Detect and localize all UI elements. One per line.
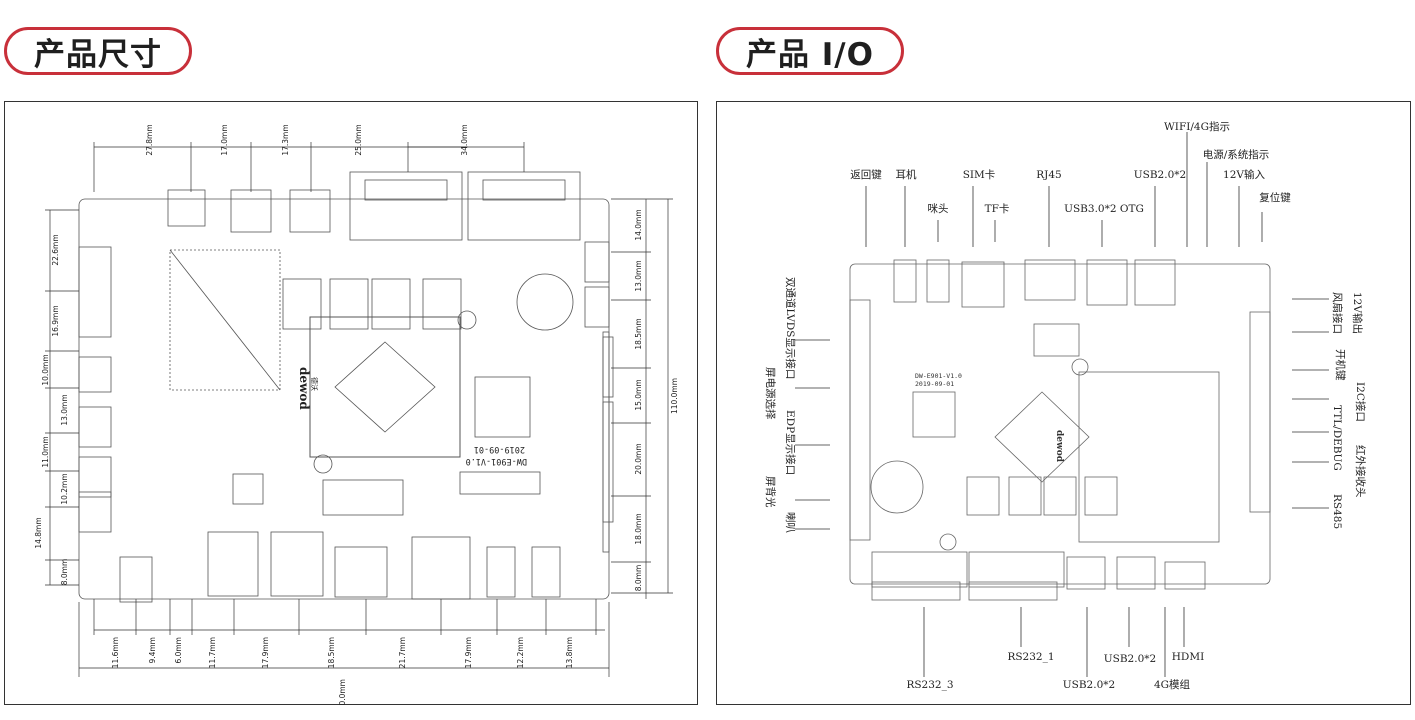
dim-right-3: 18.5mm <box>634 318 643 349</box>
board-brand: dewod <box>297 367 311 410</box>
section-header-io: 产品 I/O <box>716 27 904 75</box>
dim-left-8: 8.0mm <box>60 559 69 586</box>
board-outline <box>78 198 610 600</box>
dim-bottom-3: 6.0mm <box>174 637 183 664</box>
io-label-rs232-3: RS232_3 <box>906 679 953 691</box>
io-label-rs485: RS485 <box>1331 494 1343 529</box>
section-header-dimensions: 产品尺寸 <box>4 27 192 75</box>
dim-bottom-7: 21.7mm <box>398 637 407 668</box>
dim-left-5: 11.0mm <box>41 436 50 467</box>
dim-top-3: 17.3mm <box>281 124 290 155</box>
io-board-brand: dewod <box>1054 430 1064 463</box>
dim-bottom-2: 9.4mm <box>148 637 157 664</box>
dim-top-1: 27.8mm <box>145 124 154 155</box>
io-label-sim: SIM卡 <box>963 168 996 181</box>
io-board-date: 2019-09-01 <box>915 380 954 388</box>
io-drawing-panel: DW-E901-V1.0 2019-09-01 dewod <box>716 101 1411 705</box>
dimension-drawing: dewod 德沃 2019-09-01 DW-E901-V1.0 <box>34 124 679 706</box>
dim-right-6: 18.0mm <box>634 513 643 544</box>
dim-top-4: 25.0mm <box>354 124 363 155</box>
dim-right-2: 13.0mm <box>634 260 643 291</box>
dim-bottom-9: 12.2mm <box>516 637 525 668</box>
board-brand-cn: 德沃 <box>310 377 319 391</box>
io-label-usb2-bottom-1: USB2.0*2 <box>1104 653 1156 665</box>
dim-right-5: 20.0mm <box>634 443 643 474</box>
dim-bottom-5: 17.9mm <box>261 637 270 668</box>
dim-right-7: 8.0mm <box>634 565 643 592</box>
dim-bottom-1: 11.6mm <box>111 637 120 668</box>
dim-left-2: 16.9mm <box>51 305 60 336</box>
io-label-i2c: I2C接口 <box>1354 382 1367 422</box>
io-label-earphone: 耳机 <box>896 168 917 181</box>
dim-bottom-10: 13.8mm <box>565 637 574 668</box>
io-label-power-indicator: 电源/系统指示 <box>1203 148 1270 161</box>
dim-left-3: 10.0mm <box>41 354 50 385</box>
dim-top-5: 34.0mm <box>460 124 469 155</box>
dim-right-1: 14.0mm <box>634 209 643 240</box>
io-label-back-key: 返回键 <box>850 168 882 181</box>
io-label-4g-module: 4G模组 <box>1154 678 1191 691</box>
io-label-ttl-debug: TTL/DEBUG <box>1331 405 1343 471</box>
board-date: 2019-09-01 <box>474 444 525 454</box>
io-drawing: DW-E901-V1.0 2019-09-01 dewod <box>764 120 1367 691</box>
io-label-backlight: 屏背光 <box>764 476 777 508</box>
io-label-edp: EDP显示接口 <box>784 410 797 475</box>
io-label-panel-power: 屏电源选择 <box>764 367 777 420</box>
io-label-usb2-bottom-2: USB2.0*2 <box>1063 679 1115 691</box>
io-label-rj45: RJ45 <box>1036 169 1061 181</box>
io-label-12v-input: 12V输入 <box>1223 168 1265 181</box>
io-label-fan: 风扇接口 <box>1331 292 1344 334</box>
io-board-model: DW-E901-V1.0 <box>915 372 962 380</box>
dim-bottom-total: 150.0mm <box>338 679 347 706</box>
dim-left-4: 13.0mm <box>60 394 69 425</box>
dim-left-7: 14.8mm <box>34 517 43 548</box>
dim-bottom-8: 17.9mm <box>464 637 473 668</box>
io-label-hdmi: HDMI <box>1172 651 1204 663</box>
io-label-speaker: 喇叭 <box>784 512 796 533</box>
io-label-lvds: 双通道LVDS显示接口 <box>784 277 797 379</box>
io-label-rs232-1: RS232_1 <box>1007 651 1054 663</box>
dim-bottom-6: 18.5mm <box>327 637 336 668</box>
io-label-12v-output: 12V输出 <box>1351 292 1364 334</box>
dim-bottom-4: 11.7mm <box>208 637 217 668</box>
io-label-power-key: 开机键 <box>1334 349 1347 381</box>
io-label-ir-receiver: 红外接收头 <box>1354 445 1367 498</box>
io-label-usb2-top: USB2.0*2 <box>1134 169 1186 181</box>
io-label-wifi-4g-indicator: WIFI/4G指示 <box>1164 120 1230 133</box>
dim-right-4: 15.0mm <box>634 379 643 410</box>
io-label-reset-key: 复位键 <box>1259 191 1291 204</box>
io-label-mic: 咪头 <box>928 203 949 215</box>
io-label-tf: TF卡 <box>985 202 1010 215</box>
board-model: DW-E901-V1.0 <box>466 456 527 466</box>
dim-top-2: 17.0mm <box>220 124 229 155</box>
dim-left-6: 10.2mm <box>60 473 69 504</box>
dim-left-1: 22.6mm <box>51 234 60 265</box>
dim-right-total: 110.0mm <box>670 378 679 414</box>
dimension-drawing-panel: dewod 德沃 2019-09-01 DW-E901-V1.0 <box>4 101 698 706</box>
io-label-usb3-otg: USB3.0*2 OTG <box>1064 203 1144 215</box>
